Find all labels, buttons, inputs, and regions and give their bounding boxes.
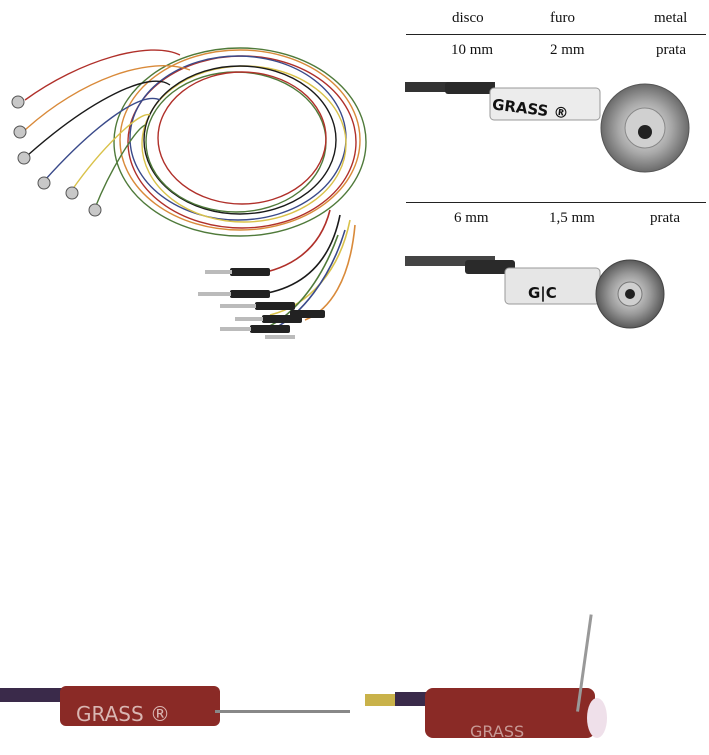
row1-furo: 2 mm [550, 42, 585, 59]
row1-metal: prata [656, 42, 686, 59]
row-divider [406, 202, 706, 203]
row1-disco: 10 mm [451, 42, 493, 59]
header-disco: disco [452, 10, 484, 27]
needle-electrode-photo-1 [0, 680, 355, 740]
row2-furo: 1,5 mm [549, 210, 595, 227]
electrode-bundle-photo [0, 30, 390, 350]
electrode-10mm-photo [405, 64, 705, 194]
header-metal: metal [654, 10, 687, 27]
needle-2-label: GRASS [470, 722, 524, 741]
header-furo: furo [550, 10, 575, 27]
electrode-2-label: G|C [528, 284, 557, 302]
header-divider [406, 34, 706, 35]
row2-disco: 6 mm [454, 210, 489, 227]
row2-metal: prata [650, 210, 680, 227]
needle-1-label: GRASS ® [76, 702, 170, 726]
